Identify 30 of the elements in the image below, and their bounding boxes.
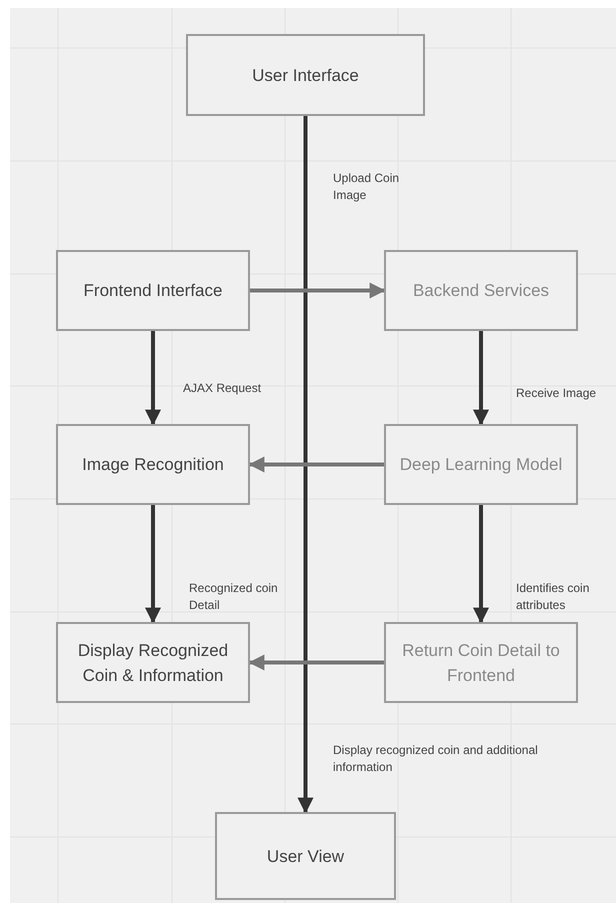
process-box [56,622,250,703]
edge-label: AJAX Request [183,380,262,397]
process-box [384,250,578,331]
process-box [384,622,578,703]
process-box [56,250,250,331]
arrow [250,282,386,298]
arrow [248,654,384,670]
arrow [298,116,314,814]
process-box [186,34,425,116]
arrow [145,331,161,426]
edge-label: Upload Coin Image [333,170,400,204]
edge-label: Recognized coin Detail [189,580,279,614]
arrow [248,456,384,472]
box-label: Image Recognition [82,454,224,476]
edge-label: Identifies coin attributes [516,580,590,614]
box-label: User Interface [252,64,359,86]
process-box [56,424,250,505]
box-label: Frontend Interface [84,280,222,302]
box-label: Backend Services [412,280,550,302]
process-box [215,812,396,900]
box-label: Return Coin Detail to Frontend [401,640,561,686]
box-label: User View [266,846,344,868]
flow-note: Display recognized coin and additional information [333,742,539,776]
box-label: Display Recognized Coin & Information [76,640,230,686]
edge-label: Receive Image [516,385,598,402]
arrow [145,505,161,624]
arrow [473,331,489,426]
arrow [473,505,489,624]
process-box [384,424,578,505]
box-label: Deep Learning Model [400,454,562,476]
